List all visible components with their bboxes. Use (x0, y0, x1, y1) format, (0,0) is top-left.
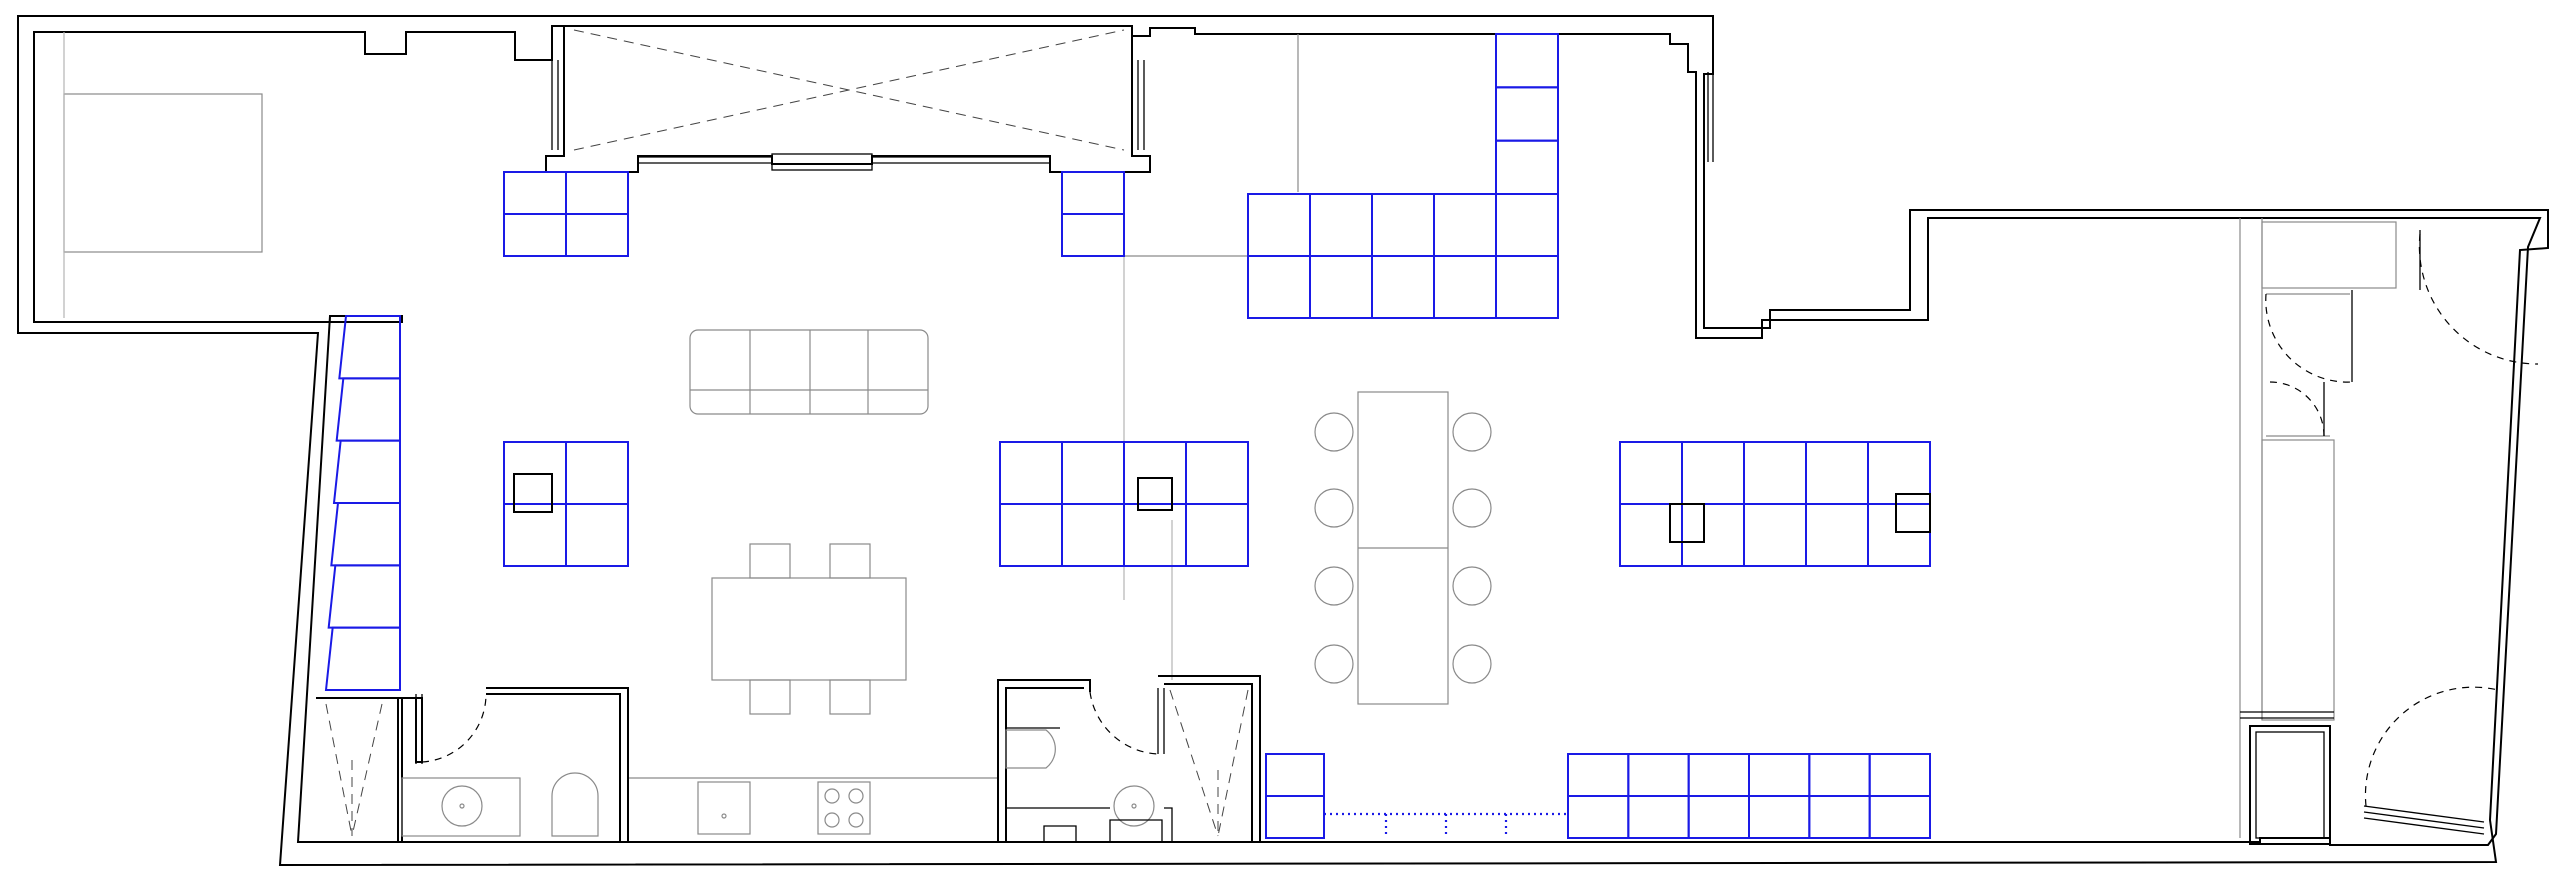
left-wall-column-cell (327, 564, 401, 629)
top-left-pair-cell (565, 171, 629, 215)
right-island-cell (1619, 441, 1683, 505)
bottom-wall-right-cell (1627, 753, 1690, 797)
columns (513, 473, 1931, 543)
top-left-pair-cell (503, 213, 567, 257)
furniture (63, 32, 2397, 838)
top-right-l-tower-cell (1495, 86, 1559, 142)
center-island-cell (999, 503, 1063, 567)
bottom-wall-left-cell (1265, 753, 1325, 797)
left-wall-column-cell (330, 502, 401, 567)
top-right-l-cell (1371, 193, 1435, 257)
right-island-cell (1681, 441, 1745, 505)
top-right-l-cell (1371, 255, 1435, 319)
bottom-wall-right-cell (1808, 795, 1871, 839)
right-island-cell (1619, 503, 1683, 567)
top-left-pair-cell (503, 171, 567, 215)
bottom-wall-right-cell (1567, 753, 1630, 797)
bottom-wall-right-cell (1567, 795, 1630, 839)
top-right-l-cell (1309, 255, 1373, 319)
center-island-cell (1123, 441, 1187, 505)
top-right-l-cell (1247, 255, 1311, 319)
top-right-l-cell (1495, 255, 1559, 319)
center-island-cell (1061, 441, 1125, 505)
right-island-cell (1805, 503, 1869, 567)
bottom-wall-right-cell (1748, 753, 1811, 797)
entry-doors (2240, 230, 2539, 845)
center-island-cell (1123, 503, 1187, 567)
top-left-pair-cell (565, 213, 629, 257)
top-window-right-cell (1061, 213, 1125, 257)
left-wall-column-cell (324, 626, 401, 691)
bottom-wall-right-cell (1868, 795, 1931, 839)
long-table (1314, 391, 1492, 705)
shelving (324, 33, 1931, 839)
top-right-l-cell (1247, 193, 1311, 257)
top-right-l-cell (1309, 193, 1373, 257)
top-right-l-cell (1495, 193, 1559, 257)
center-island-cell (1061, 503, 1125, 567)
bottom-wall-left-cell (1265, 795, 1325, 839)
top-right-l-tower-cell (1495, 33, 1559, 89)
left-island-cell (565, 441, 629, 505)
center-island-cell (999, 441, 1063, 505)
left-island-cell (565, 503, 629, 567)
right-island-cell (1743, 503, 1807, 567)
center-island-cell (1185, 441, 1249, 505)
bottom-wall-right-cell (1808, 753, 1871, 797)
skylight-bay (545, 25, 1714, 173)
sofa (689, 329, 929, 415)
left-wall-column-cell (332, 439, 401, 504)
top-right-l-cell (1433, 193, 1497, 257)
right-island-cell (1867, 503, 1931, 567)
center-island-cell (1185, 503, 1249, 567)
top-window-right-cell (1061, 171, 1125, 215)
right-island-cell (1681, 503, 1745, 567)
right-island-cell (1743, 441, 1807, 505)
left-island-cell (503, 503, 567, 567)
dining-table (711, 543, 907, 715)
bottom-wall-right-cell (1748, 795, 1811, 839)
exterior-walls (17, 15, 2549, 867)
left-wall-column-cell (335, 377, 401, 442)
bottom-wall-right-cell (1627, 795, 1690, 839)
bottom-wall-right-cell (1868, 753, 1931, 797)
bottom-wall-right-cell (1687, 795, 1750, 839)
top-right-l-cell (1433, 255, 1497, 319)
bathrooms (316, 675, 1261, 842)
right-island-cell (1805, 441, 1869, 505)
bottom-wall-right-cell (1687, 753, 1750, 797)
kitchen-counter (628, 777, 998, 835)
left-wall-column-cell (338, 315, 401, 380)
top-right-l-tower-cell (1495, 139, 1559, 196)
